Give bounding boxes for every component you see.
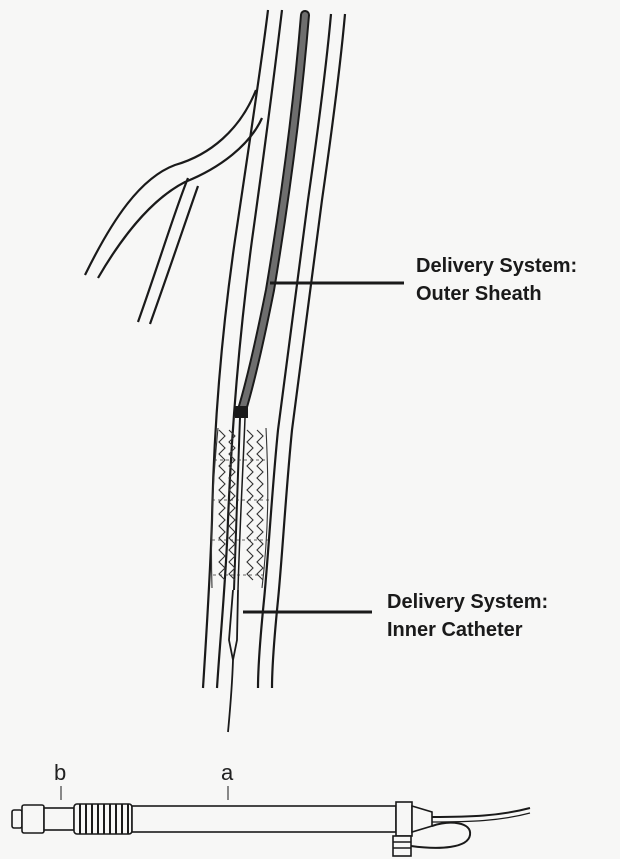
branch-wall-lower-a: [138, 178, 188, 322]
inner-catheter-label-line2: Inner Catheter: [387, 616, 548, 644]
device-label-a: a: [221, 760, 233, 786]
inner-catheter-label-line1: Delivery System:: [387, 588, 548, 616]
device-hub: [396, 802, 412, 836]
device-end-cap: [12, 810, 22, 828]
outer-sheath-label-line1: Delivery System:: [416, 252, 577, 280]
guide-wire: [228, 660, 233, 732]
delivery-device: [12, 786, 530, 856]
vessel: [203, 10, 345, 688]
device-hub-cone: [412, 806, 432, 832]
branch-wall-lower-b: [150, 186, 198, 324]
device-connector: [22, 805, 44, 833]
branch-wall-upper-a: [85, 90, 256, 275]
branch-vessel: [85, 90, 262, 324]
outer-sheath-tip: [235, 406, 248, 418]
device-catheter-out: [432, 808, 530, 817]
inner-catheter-tip: [229, 590, 238, 660]
stent-zigzag-col-4: [257, 430, 263, 580]
device-neck: [44, 808, 74, 830]
stent-zigzag-col-3: [247, 430, 253, 580]
outer-sheath-label: Delivery System: Outer Sheath: [416, 252, 577, 308]
outer-sheath: [235, 15, 305, 418]
stent-zigzag-col-1: [219, 430, 225, 580]
device-side-port: [393, 836, 411, 856]
device-label-b: b: [54, 760, 66, 786]
vessel-wall-left-inner: [217, 10, 282, 688]
outer-sheath-label-line2: Outer Sheath: [416, 280, 577, 308]
vessel-wall-right-outer: [272, 14, 345, 688]
inner-catheter-label: Delivery System: Inner Catheter: [387, 588, 548, 644]
device-shaft: [132, 806, 396, 832]
